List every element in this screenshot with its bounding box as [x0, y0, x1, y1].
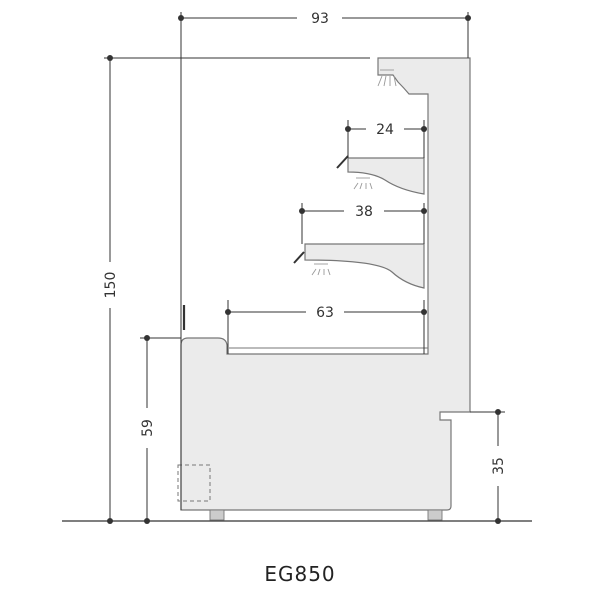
label-front-height: 59 — [140, 419, 156, 437]
lamp-icon — [377, 69, 397, 87]
dimension-dot — [144, 335, 150, 341]
dimension-dot — [107, 518, 113, 524]
dimension-dot — [495, 409, 501, 415]
label-middle-shelf: 38 — [355, 204, 373, 220]
dimension-dot — [421, 126, 427, 132]
label-rear-base-height: 35 — [491, 457, 507, 475]
dimension-dot — [225, 309, 231, 315]
dim-overall-height — [104, 57, 370, 521]
model-label: EG850 — [264, 562, 336, 586]
label-overall-height: 150 — [103, 272, 119, 299]
cabinet-body — [180, 57, 471, 511]
top-shelf-front — [336, 155, 349, 169]
label-base-deck: 63 — [316, 305, 334, 321]
top-shelf — [347, 157, 425, 195]
middle-shelf — [304, 243, 425, 289]
label-top-shelf: 24 — [376, 122, 394, 138]
dimension-dot — [178, 15, 184, 21]
access-panel — [177, 464, 211, 502]
label-overall-depth: 93 — [311, 11, 329, 27]
dimension-dot — [421, 309, 427, 315]
foot — [209, 509, 225, 521]
dimension-dot — [345, 126, 351, 132]
dimension-dot — [107, 55, 113, 61]
dim-overall-depth — [180, 12, 469, 510]
lamp-icon — [311, 263, 331, 276]
dimension-dot — [465, 15, 471, 21]
dimension-dot — [495, 518, 501, 524]
foot — [427, 509, 443, 521]
dimension-dot — [421, 208, 427, 214]
dimension-dot — [299, 208, 305, 214]
dimension-dot — [144, 518, 150, 524]
lamp-icon — [353, 177, 373, 190]
middle-shelf-front — [293, 251, 305, 264]
